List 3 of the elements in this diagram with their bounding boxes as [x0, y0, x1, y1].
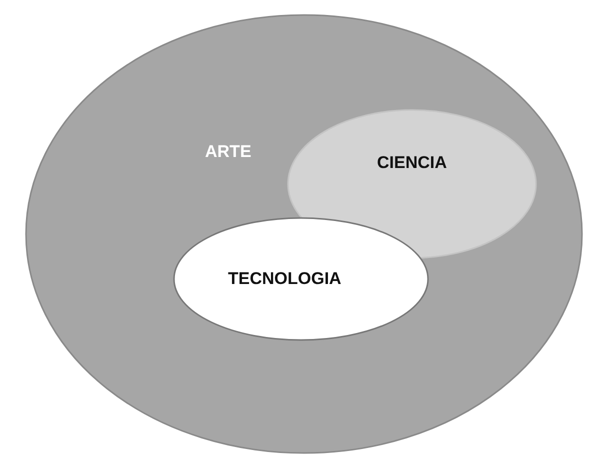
- region-label: TECNOLOGIA: [228, 269, 342, 289]
- region-label: CIENCIA: [377, 153, 447, 173]
- region-label: ARTE: [205, 142, 252, 162]
